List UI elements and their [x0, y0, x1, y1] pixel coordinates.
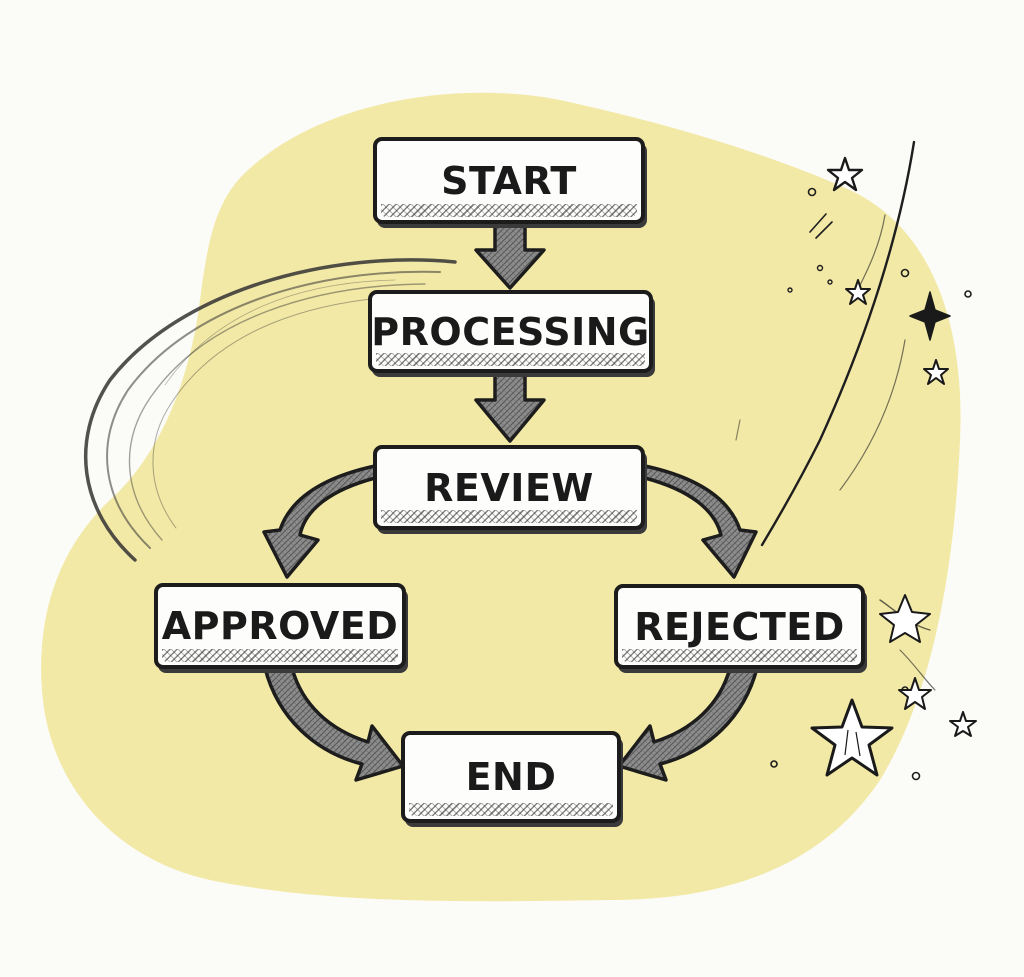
node-shading — [409, 803, 613, 816]
star-icon — [898, 677, 932, 710]
star-icon — [879, 594, 931, 643]
node-start: START — [373, 137, 645, 224]
arrow-processing-to-review — [474, 369, 546, 443]
left-swoosh — [83, 258, 457, 562]
star-icon — [909, 291, 951, 341]
node-shading — [381, 510, 637, 523]
star-icon — [826, 156, 864, 192]
node-end: END — [401, 731, 621, 823]
arrow-approved-to-end — [263, 666, 405, 782]
arrow-review-to-rejected — [643, 464, 758, 579]
node-shading — [622, 649, 857, 662]
arrow-rejected-to-end — [617, 666, 759, 782]
arrow-review-to-approved — [262, 464, 377, 579]
node-shading — [381, 204, 637, 217]
star-icons — [810, 156, 977, 777]
right-sparkles — [735, 140, 972, 781]
node-rejected-label: REJECTED — [634, 604, 845, 649]
node-end-label: END — [465, 755, 557, 799]
node-processing-label: PROCESSING — [371, 309, 650, 354]
arrow-start-to-processing — [474, 220, 546, 290]
node-review-label: REVIEW — [424, 465, 594, 510]
node-approved: APPROVED — [154, 583, 406, 669]
star-icon — [923, 359, 949, 385]
node-processing: PROCESSING — [368, 290, 653, 373]
star-icon — [949, 711, 977, 737]
node-review: REVIEW — [373, 445, 645, 530]
node-shading — [162, 649, 398, 662]
arrows — [262, 220, 759, 782]
star-icon — [845, 279, 871, 305]
node-shading — [376, 353, 645, 366]
star-icon — [810, 698, 894, 777]
node-approved-label: APPROVED — [161, 604, 399, 648]
node-rejected: REJECTED — [614, 584, 865, 669]
node-start-label: START — [441, 158, 577, 203]
